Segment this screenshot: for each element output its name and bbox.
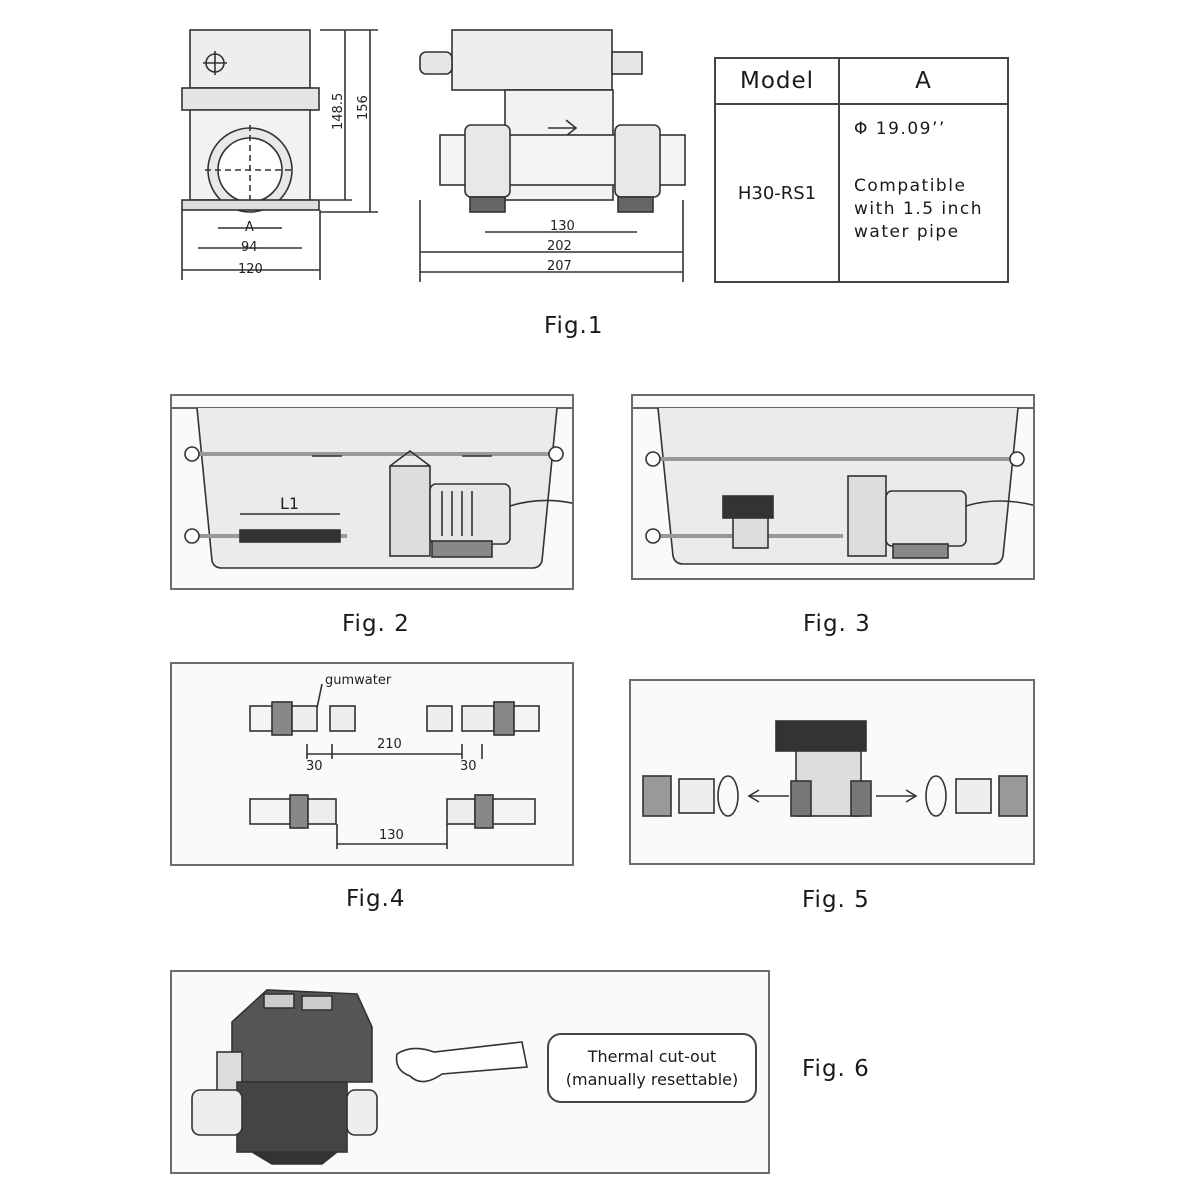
diameter-value: Φ 19.09’’ — [854, 119, 946, 139]
dim-156: 156 — [356, 95, 371, 120]
fig5-panel — [629, 679, 1035, 865]
spec-cell: Φ 19.09’’ Compatible with 1.5 inch water… — [838, 103, 1009, 283]
fig4-caption: Fig.4 — [346, 886, 406, 912]
dim-148-5: 148.5 — [331, 93, 346, 130]
dim-120: 120 — [238, 262, 263, 277]
model-value: H30-RS1 — [714, 103, 840, 283]
fig2-drawing: L1 — [172, 407, 572, 569]
fig4-drawing: gumwater 210 30 30 130 — [249, 673, 540, 849]
fig4-gumwater: gumwater — [325, 673, 392, 688]
note-line2: (manually resettable) — [565, 1070, 739, 1089]
compat-line3: water pipe — [854, 222, 960, 242]
dim-130-side: 130 — [550, 219, 575, 234]
fig1-caption: Fig.1 — [544, 313, 604, 339]
fig5-drawing — [642, 720, 1028, 817]
model-table: Model A H30-RS1 Φ 19.09’’ Compatible wit… — [714, 57, 1009, 283]
dim-207: 207 — [547, 259, 572, 274]
fig6-caption: Fig. 6 — [802, 1056, 870, 1082]
fig5-caption: Fig. 5 — [802, 887, 870, 913]
thermal-cutout-note: Thermal cut-out (manually resettable) — [547, 1033, 757, 1103]
compat-line1: Compatible — [854, 176, 967, 196]
fig4-d30b: 30 — [460, 759, 477, 774]
dim-a: A — [245, 220, 254, 235]
fig6-drawing — [191, 989, 528, 1165]
fig2-label-l1: L1 — [280, 494, 299, 513]
fig2-panel: L1 — [170, 394, 574, 590]
fig4-d210: 210 — [377, 737, 402, 752]
fig3-panel — [631, 394, 1035, 580]
fig4-d130: 130 — [379, 828, 404, 843]
note-line1: Thermal cut-out — [587, 1047, 717, 1066]
header-model: Model — [714, 57, 840, 105]
dim-94: 94 — [241, 240, 258, 255]
fig4-d30a: 30 — [306, 759, 323, 774]
fig2-caption: Fig. 2 — [342, 611, 410, 637]
fig4-panel: gumwater 210 30 30 130 — [170, 662, 574, 866]
dim-202: 202 — [547, 239, 572, 254]
fig3-drawing — [633, 407, 1033, 565]
compat-line2: with 1.5 inch — [854, 199, 984, 219]
header-a: A — [838, 57, 1009, 105]
fig6-panel — [170, 970, 770, 1174]
fig3-caption: Fig. 3 — [803, 611, 871, 637]
